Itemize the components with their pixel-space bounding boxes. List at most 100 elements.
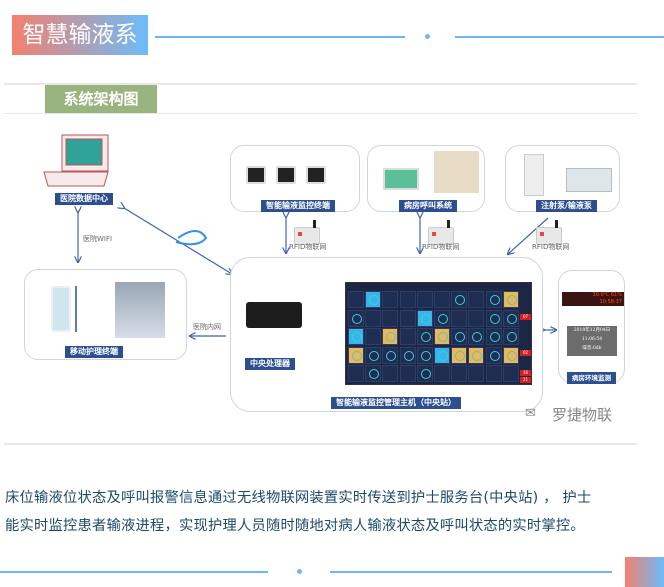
watermark: 罗捷物联 [552,406,613,424]
bed-cell [502,309,519,327]
bed-cell [399,365,416,382]
bed-cell [348,309,364,327]
divider [4,113,637,114]
led-temp: 30.0℃ [592,292,610,298]
lcd-time: 11:06:54 [581,337,603,342]
rfid-label: RFID物联网 [422,243,460,251]
led-display: 30.0℃ 61%10:58:37 [562,292,624,306]
bed-cell [399,309,416,327]
bed-cell [451,365,468,382]
infusion-terminal-box: 智能输液监控终端 [230,145,360,212]
progress-ring [506,332,517,342]
bed-cell [502,328,519,345]
bed-cell [348,291,364,308]
bed-cell [365,328,382,345]
bed-cell [382,328,399,345]
divider [330,571,612,573]
progress-ring [472,350,483,361]
bed-cell [399,291,416,308]
divider [455,36,664,38]
page-title: 智慧输液系统 [12,15,148,88]
progress-ring [438,332,448,342]
pen-image [75,286,77,332]
progress-ring [352,313,362,324]
wifi-label: 医院WIFI [83,235,113,243]
bed-cell [485,365,502,382]
progress-ring [455,295,466,305]
alert-badge: 02 [520,350,531,356]
bed-cell [451,309,468,327]
bed-cell [399,328,416,345]
bed-cell [468,328,485,345]
bed-cell [502,365,519,382]
mobile-terminal-label: 移动护理终端 [65,346,123,358]
bed-cell [416,291,433,308]
divider [0,571,268,573]
bed-cell [451,346,468,364]
bed-cell [365,346,382,364]
bed-cell [485,346,502,364]
bed-cell [416,328,433,345]
led-humidity: 61% [610,292,622,298]
device-image [276,166,296,184]
bed-cell [502,291,519,308]
divider-dot [425,34,430,39]
progress-ring [352,350,362,361]
call-device-image [434,151,479,193]
bed-cell [468,346,485,364]
progress-ring [455,332,466,342]
progress-ring [420,313,431,324]
progress-ring [369,350,380,361]
env-monitor-label: 病房环境监测 [567,372,616,384]
progress-ring [489,295,500,305]
alert-badge: 21 [520,377,531,383]
progress-ring [438,313,448,324]
pump-image [524,154,544,196]
bed-cell [485,328,502,345]
bed-cell [365,291,382,308]
bed-cell [348,328,364,345]
cpu-image [246,302,302,328]
lcd-noise: 噪音:0db [582,346,602,351]
bed-cell [468,291,485,308]
progress-ring [420,369,431,379]
progress-ring [489,332,500,342]
bed-cell [434,328,450,345]
progress-ring [506,313,517,324]
progress-ring [489,313,500,324]
bed-cell [382,309,399,327]
bed-cell [399,346,416,364]
corner-decoration [625,557,664,587]
bed-cell [416,309,433,327]
cpu-label: 中央处理器 [245,358,295,370]
divider [4,443,637,445]
bed-cell [416,365,433,382]
bed-cell [348,365,364,382]
env-monitor-box: 30.0℃ 61%10:58:37 2018年12月04日 11:06:54 噪… [558,270,625,384]
divider [4,83,637,85]
wechat-icon: ✉ [525,406,536,421]
pump-box: 注射泵/输液泵 [505,145,620,212]
mobile-terminal-box: 移动护理终端 [24,269,187,360]
lcd-display: 2018年12月04日 11:06:54 噪音:0db [567,326,617,356]
bed-cell [382,291,399,308]
bed-cell [348,346,364,364]
alert-badge: 16 [520,370,531,376]
bed-cell [434,291,450,308]
bed-cell [451,328,468,345]
progress-ring [403,350,414,361]
description-line: 床位输液位状态及呼叫报警信息通过无线物联网装置实时传送到护士服务台(中央站) ，… [5,490,592,506]
description-line: 能实时监控患者输液进程，实现护理人员随时随地对病人输液状态及呼叫状态的实时掌控。 [5,518,585,534]
rfid-device [294,220,320,245]
progress-ring [352,332,362,342]
infusion-terminal-label: 智能输液监控终端 [261,200,335,212]
progress-ring [369,295,380,305]
rfid-device [428,220,454,245]
data-center-label: 医院数据中心 [55,193,113,205]
bed-cell [382,365,399,382]
bed-cell [434,309,450,327]
progress-ring [386,332,397,342]
progress-ring [506,350,517,361]
call-system-label: 病房呼叫系统 [399,200,457,212]
